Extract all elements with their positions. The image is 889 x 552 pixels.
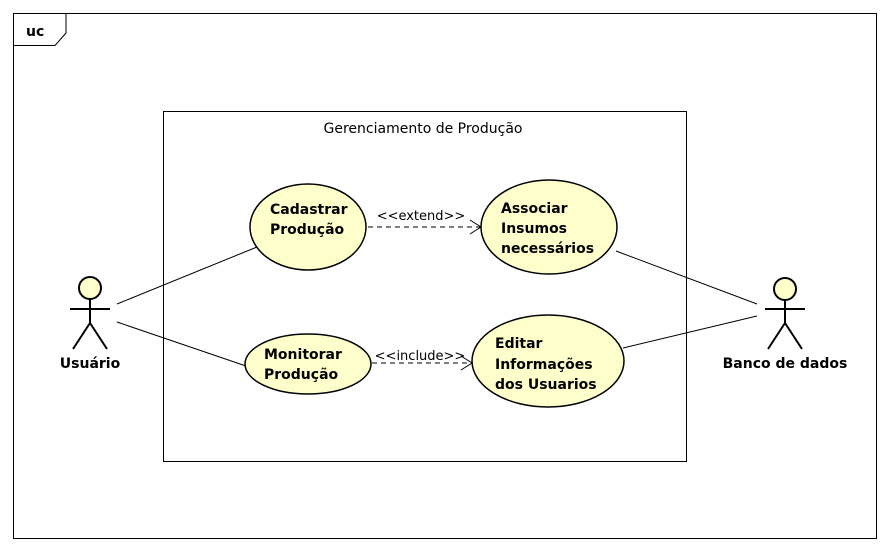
- use-case-label-line: Monitorar: [264, 347, 342, 363]
- association-editar-database: [622, 315, 758, 349]
- include-stereotype-label: <<include>>: [375, 349, 466, 364]
- use-case-ellipse: [244, 333, 372, 395]
- use-case-associar-insumos[interactable]: Associar Insumos necessários: [480, 179, 618, 275]
- actor-label: Banco de dados: [723, 356, 848, 372]
- association-associar-database: [615, 250, 758, 305]
- use-case-cadastrar-producao[interactable]: Cadastrar Produção: [249, 183, 367, 271]
- association-user-cadastrar: [116, 246, 258, 305]
- actor-head: [78, 276, 102, 300]
- use-case-ellipse: [480, 179, 618, 275]
- use-case-monitorar-producao[interactable]: Monitorar Produção: [244, 333, 372, 395]
- use-case-label-line: dos Usuarios: [495, 377, 597, 393]
- frame-tab: [13, 13, 67, 46]
- use-case-editar-informacoes[interactable]: Editar Informações dos Usuarios: [471, 314, 625, 408]
- association-user-monitorar: [116, 321, 247, 367]
- use-case-label-line: necessários: [501, 241, 594, 257]
- use-case-label-line: Editar: [495, 336, 543, 352]
- use-case-label-line: Produção: [270, 222, 345, 238]
- actor-usuario[interactable]: Usuário: [60, 276, 121, 372]
- use-case-ellipse: [249, 183, 367, 271]
- actor-banco-de-dados[interactable]: Banco de dados: [723, 277, 848, 372]
- actor-head: [773, 277, 797, 301]
- system-boundary-label: Gerenciamento de Produção: [324, 121, 523, 137]
- actor-stick-figure-icon: [765, 277, 805, 350]
- extend-stereotype-label: <<extend>>: [377, 209, 466, 224]
- use-case-label-line: Informações: [495, 357, 593, 373]
- actor-stick-figure-icon: [70, 276, 110, 350]
- frame-tab-label: uc: [26, 24, 44, 40]
- actor-label: Usuário: [60, 356, 121, 372]
- use-case-label-line: Associar: [501, 201, 568, 217]
- system-boundary: [163, 111, 687, 462]
- use-case-label-line: Produção: [264, 367, 339, 383]
- use-case-label-line: Insumos: [501, 221, 567, 237]
- use-case-label-line: Cadastrar: [270, 202, 348, 218]
- use-case-ellipse: [471, 314, 625, 408]
